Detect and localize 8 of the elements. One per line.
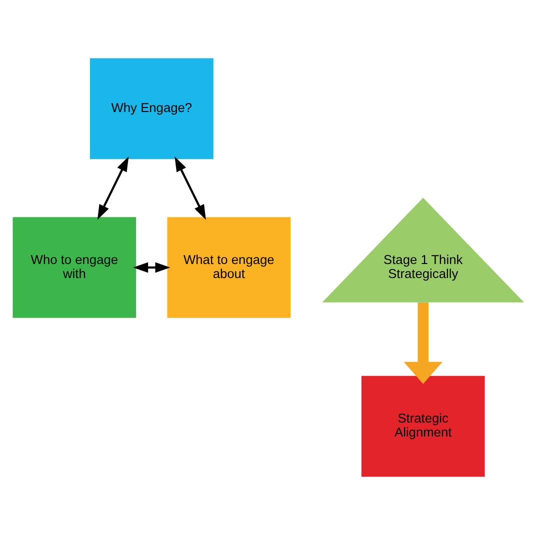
- arrow: [404, 302, 442, 384]
- node-box: Why Engage?: [90, 58, 214, 160]
- node-box: Strategic Alignment: [361, 376, 485, 477]
- node-box: Who to engage with: [12, 217, 136, 318]
- node-box: What to engage about: [167, 217, 291, 318]
- arrow: [133, 262, 170, 273]
- arrow: [97, 156, 129, 220]
- arrow: [174, 156, 206, 220]
